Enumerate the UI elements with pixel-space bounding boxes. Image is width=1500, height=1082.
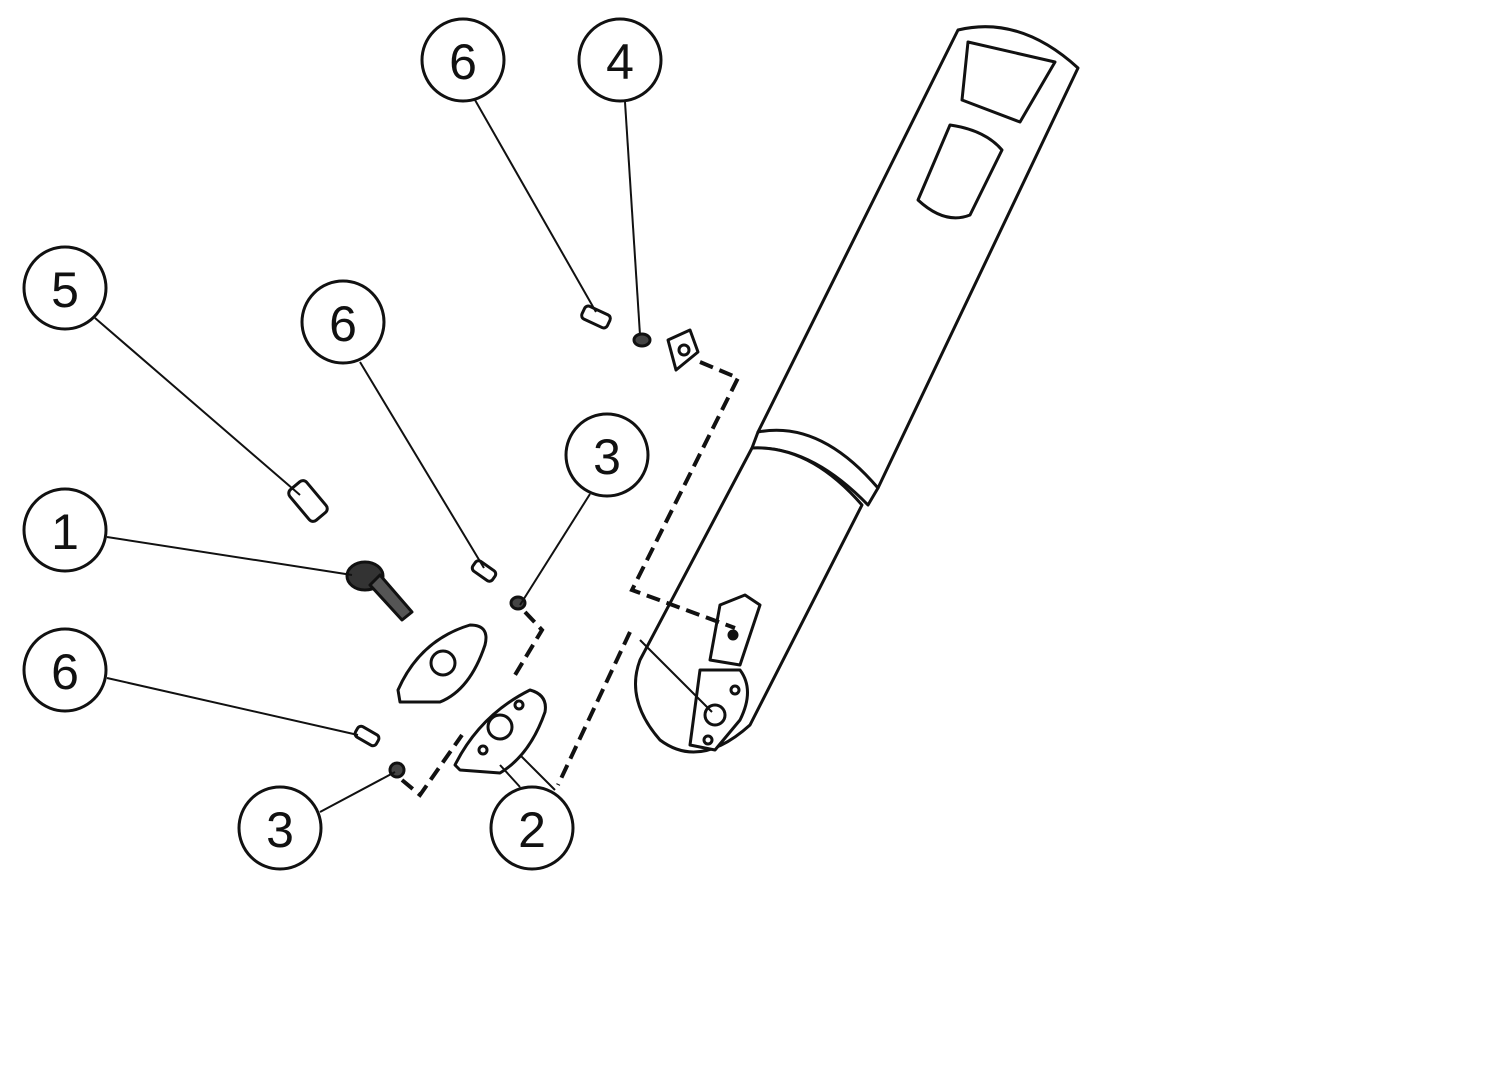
assembly-paths	[400, 360, 741, 798]
pin-hole	[702, 734, 714, 746]
pin-hole	[727, 629, 739, 641]
shim-part-4	[666, 328, 700, 372]
callout-6: 6	[420, 17, 506, 103]
pin-hole	[729, 684, 741, 696]
callout-label: 4	[606, 34, 634, 90]
pin-part-6	[580, 304, 612, 330]
coolant-recess	[916, 123, 1004, 220]
callout-label: 6	[51, 644, 79, 700]
callout-circle	[420, 17, 506, 103]
tool-holder-body	[634, 25, 1080, 754]
screw-part-3	[509, 595, 527, 611]
callout-circle	[22, 487, 108, 573]
callout-circle	[564, 412, 650, 498]
screw-part-6	[632, 332, 652, 348]
callout-label: 3	[593, 429, 621, 485]
flat-recess	[960, 40, 1057, 124]
callout-label: 6	[329, 296, 357, 352]
screw-part-3	[388, 761, 406, 779]
callout-label: 1	[51, 504, 79, 560]
callout-circle	[489, 785, 575, 871]
callout-circle	[22, 627, 108, 713]
insert-screw-part-1	[345, 560, 414, 622]
pin-part-6	[353, 724, 381, 748]
callout-4: 4	[577, 17, 663, 103]
insert-part-1	[396, 623, 488, 704]
callout-2: 2	[489, 785, 575, 871]
callout-1: 1	[22, 487, 108, 573]
callout-label: 5	[51, 262, 79, 318]
callout-3: 3	[564, 412, 650, 498]
callout-6: 6	[22, 627, 108, 713]
callout-circle	[22, 245, 108, 331]
callout-circle	[577, 17, 663, 103]
callout-label: 6	[449, 34, 477, 90]
callout-3: 3	[237, 785, 323, 871]
callout-5: 5	[22, 245, 108, 331]
callout-label: 3	[266, 802, 294, 858]
callout-circle	[237, 785, 323, 871]
leader-lines	[94, 99, 713, 813]
key-part-5	[287, 479, 329, 523]
callout-6: 6	[300, 279, 386, 365]
callout-label: 2	[518, 802, 546, 858]
pin-part-6	[470, 559, 498, 583]
insert-part-2	[453, 688, 547, 775]
callout-circle	[300, 279, 386, 365]
